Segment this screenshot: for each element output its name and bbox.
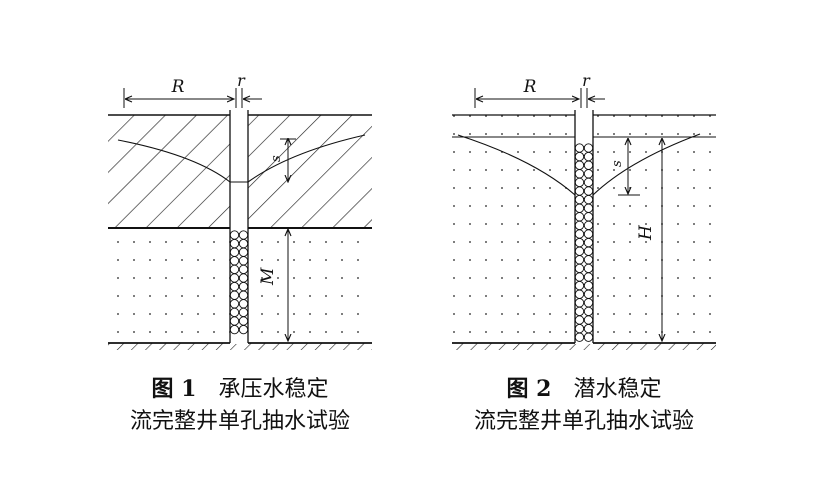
- screen-ring: [238, 316, 249, 326]
- screen-ring: [229, 324, 240, 335]
- screen-ring: [229, 264, 240, 275]
- screen-ring: [574, 143, 585, 153]
- screen-ring: [574, 246, 585, 256]
- screen-ring: [574, 306, 585, 317]
- label-H: H: [636, 224, 656, 241]
- figure-2-number: 图 2: [506, 376, 552, 402]
- figure-1: R r s M: [108, 71, 372, 350]
- screen-ring: [238, 324, 249, 335]
- screen-ring: [574, 272, 585, 282]
- label-R: R: [523, 77, 537, 97]
- screen-ring: [574, 315, 585, 325]
- screen-ring: [583, 151, 594, 162]
- screen-ring: [229, 307, 240, 318]
- figure-1-caption: 图 1 承压水稳定: [108, 371, 372, 403]
- screen-ring: [574, 263, 585, 274]
- impermeable-base: [108, 343, 372, 350]
- screen-ring: [583, 332, 594, 342]
- screen-ring: [238, 264, 249, 275]
- screen-ring: [229, 238, 240, 249]
- screen-ring: [583, 143, 594, 153]
- screen-ring: [574, 177, 585, 188]
- screen-ring: [574, 220, 585, 231]
- screen-ring: [229, 247, 240, 257]
- screen-ring: [574, 151, 585, 162]
- drawdown-curve-right: [247, 134, 366, 183]
- well-screen: [229, 230, 249, 335]
- screen-ring: [229, 256, 240, 266]
- screen-ring: [583, 280, 594, 291]
- figure-2-caption-line2: 流完整井单孔抽水试验: [473, 409, 694, 434]
- screen-ring: [238, 247, 249, 257]
- screen-ring: [583, 263, 594, 274]
- screen-ring: [574, 229, 585, 239]
- impermeable-base: [452, 343, 716, 350]
- screen-ring: [238, 256, 249, 266]
- screen-ring: [583, 160, 594, 170]
- screen-ring: [574, 169, 585, 179]
- screen-ring: [238, 230, 249, 240]
- screen-ring: [574, 332, 585, 342]
- screen-ring: [574, 280, 585, 291]
- screen-ring: [583, 289, 594, 299]
- label-s: s: [269, 155, 284, 162]
- screen-ring: [238, 281, 249, 292]
- screen-ring: [574, 212, 585, 222]
- screen-ring: [238, 299, 249, 309]
- screen-ring: [238, 290, 249, 300]
- screen-ring: [583, 186, 594, 196]
- screen-ring: [583, 255, 594, 265]
- figure-1-number: 图 1: [151, 376, 197, 402]
- figure-2-caption: 图 2 潜水稳定: [452, 371, 716, 403]
- figure-1-caption-line2: 流完整井单孔抽水试验: [129, 409, 350, 434]
- screen-ring: [238, 273, 249, 283]
- screen-ring: [583, 237, 594, 248]
- screen-ring: [583, 220, 594, 231]
- screen-ring: [583, 306, 594, 317]
- screen-ring: [574, 298, 585, 308]
- screen-ring: [574, 194, 585, 205]
- screen-ring: [229, 316, 240, 326]
- screen-ring: [238, 307, 249, 318]
- water-table-left: [457, 134, 576, 196]
- screen-ring: [583, 212, 594, 222]
- screen-ring: [583, 229, 594, 239]
- water-table-right: [592, 133, 701, 196]
- figure-1-title: 承压水稳定: [218, 377, 329, 402]
- screen-ring: [574, 255, 585, 265]
- screen-ring: [238, 238, 249, 249]
- screen-ring: [583, 246, 594, 256]
- screen-ring: [574, 323, 585, 334]
- screen-ring: [574, 160, 585, 170]
- drawdown-curve-left: [117, 139, 231, 183]
- screen-ring: [583, 203, 594, 213]
- screen-ring: [583, 177, 594, 188]
- screen-ring: [583, 272, 594, 282]
- label-M: M: [258, 267, 278, 286]
- screen-ring: [583, 323, 594, 334]
- screen-ring: [583, 169, 594, 179]
- label-r: r: [582, 71, 591, 90]
- screen-ring: [583, 194, 594, 205]
- screen-ring: [583, 315, 594, 325]
- screen-ring: [229, 290, 240, 300]
- screen-ring: [229, 230, 240, 240]
- figure-2: R r s H: [452, 71, 716, 350]
- well-screen: [574, 143, 594, 342]
- label-s: s: [610, 160, 625, 167]
- screen-ring: [229, 281, 240, 292]
- figure-2-title: 潜水稳定: [573, 377, 662, 402]
- screen-ring: [583, 298, 594, 308]
- label-r: r: [237, 71, 246, 90]
- label-R: R: [171, 77, 185, 97]
- screen-ring: [229, 299, 240, 309]
- screen-ring: [574, 203, 585, 213]
- screen-ring: [574, 237, 585, 248]
- screen-ring: [229, 273, 240, 283]
- screen-ring: [574, 289, 585, 299]
- screen-ring: [574, 186, 585, 196]
